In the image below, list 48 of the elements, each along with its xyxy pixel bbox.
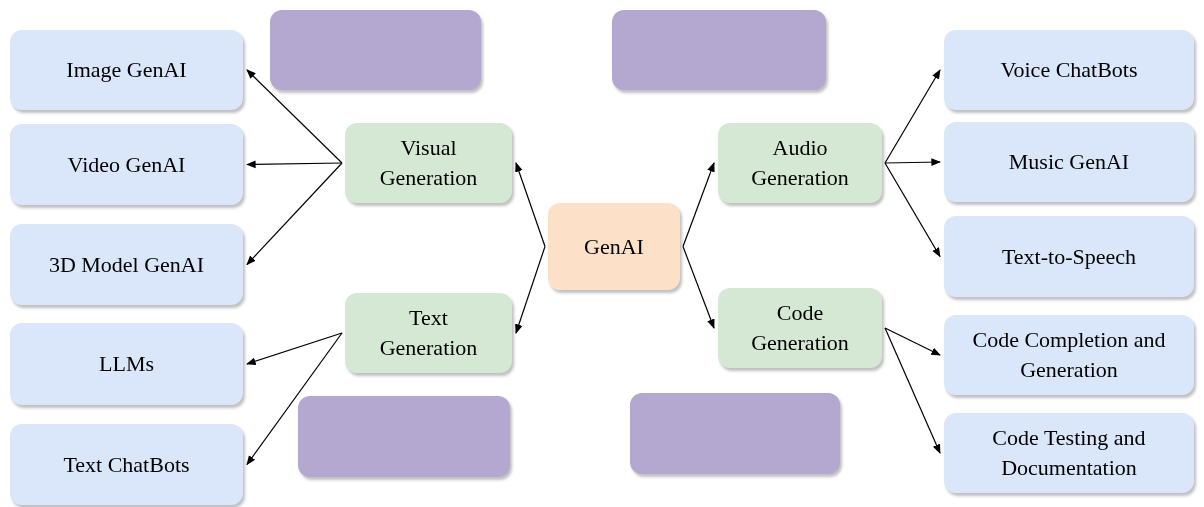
generation-box xyxy=(345,123,512,203)
category-box xyxy=(944,315,1194,395)
generation-box xyxy=(345,293,512,373)
arrow xyxy=(884,327,941,356)
category-box xyxy=(10,224,243,305)
node-label: Music GenAI xyxy=(1008,148,1130,176)
node-label: Image GenAI xyxy=(66,56,187,84)
arrow xyxy=(246,160,343,169)
generation-box xyxy=(718,288,882,368)
node-label: 3D Model GenAI xyxy=(48,250,205,279)
arrow xyxy=(884,158,941,166)
example-box xyxy=(270,10,481,90)
category-box xyxy=(944,216,1194,297)
node-label: Voice ChatBots xyxy=(1000,56,1138,84)
root-box xyxy=(548,203,680,290)
arrow xyxy=(884,327,941,454)
node-label: Audio Generation xyxy=(750,134,850,192)
arrow xyxy=(246,162,343,266)
node-label: Code Testing and Documentation xyxy=(991,424,1147,482)
category-box xyxy=(944,122,1194,202)
node-label: LLMs xyxy=(99,350,154,378)
arrow xyxy=(884,69,941,164)
arrow xyxy=(682,162,715,248)
arrow xyxy=(246,69,343,164)
category-box xyxy=(10,124,243,205)
category-box xyxy=(944,413,1194,493)
node-label: Video GenAI xyxy=(67,150,186,179)
category-box xyxy=(10,30,243,110)
arrow xyxy=(515,245,546,334)
arrow xyxy=(246,332,343,466)
arrow xyxy=(246,332,343,365)
example-box xyxy=(298,396,510,477)
example-box xyxy=(612,10,826,90)
arrow xyxy=(515,162,546,248)
node-label: Text Generation xyxy=(378,304,479,362)
node-label: Code Generation xyxy=(750,299,850,357)
node-label: Code Completion and Generation xyxy=(971,326,1167,384)
arrow xyxy=(682,245,715,329)
generation-box xyxy=(718,123,882,203)
arrow xyxy=(884,162,941,258)
node-label: GenAI xyxy=(584,232,644,261)
node-label: Text ChatBots xyxy=(63,450,190,479)
node-label: Text-to-Speech xyxy=(1001,242,1137,271)
example-box xyxy=(630,393,840,474)
category-box xyxy=(10,323,243,405)
category-box xyxy=(10,424,243,505)
category-box xyxy=(944,30,1194,110)
node-label: Visual Generation xyxy=(378,134,479,192)
